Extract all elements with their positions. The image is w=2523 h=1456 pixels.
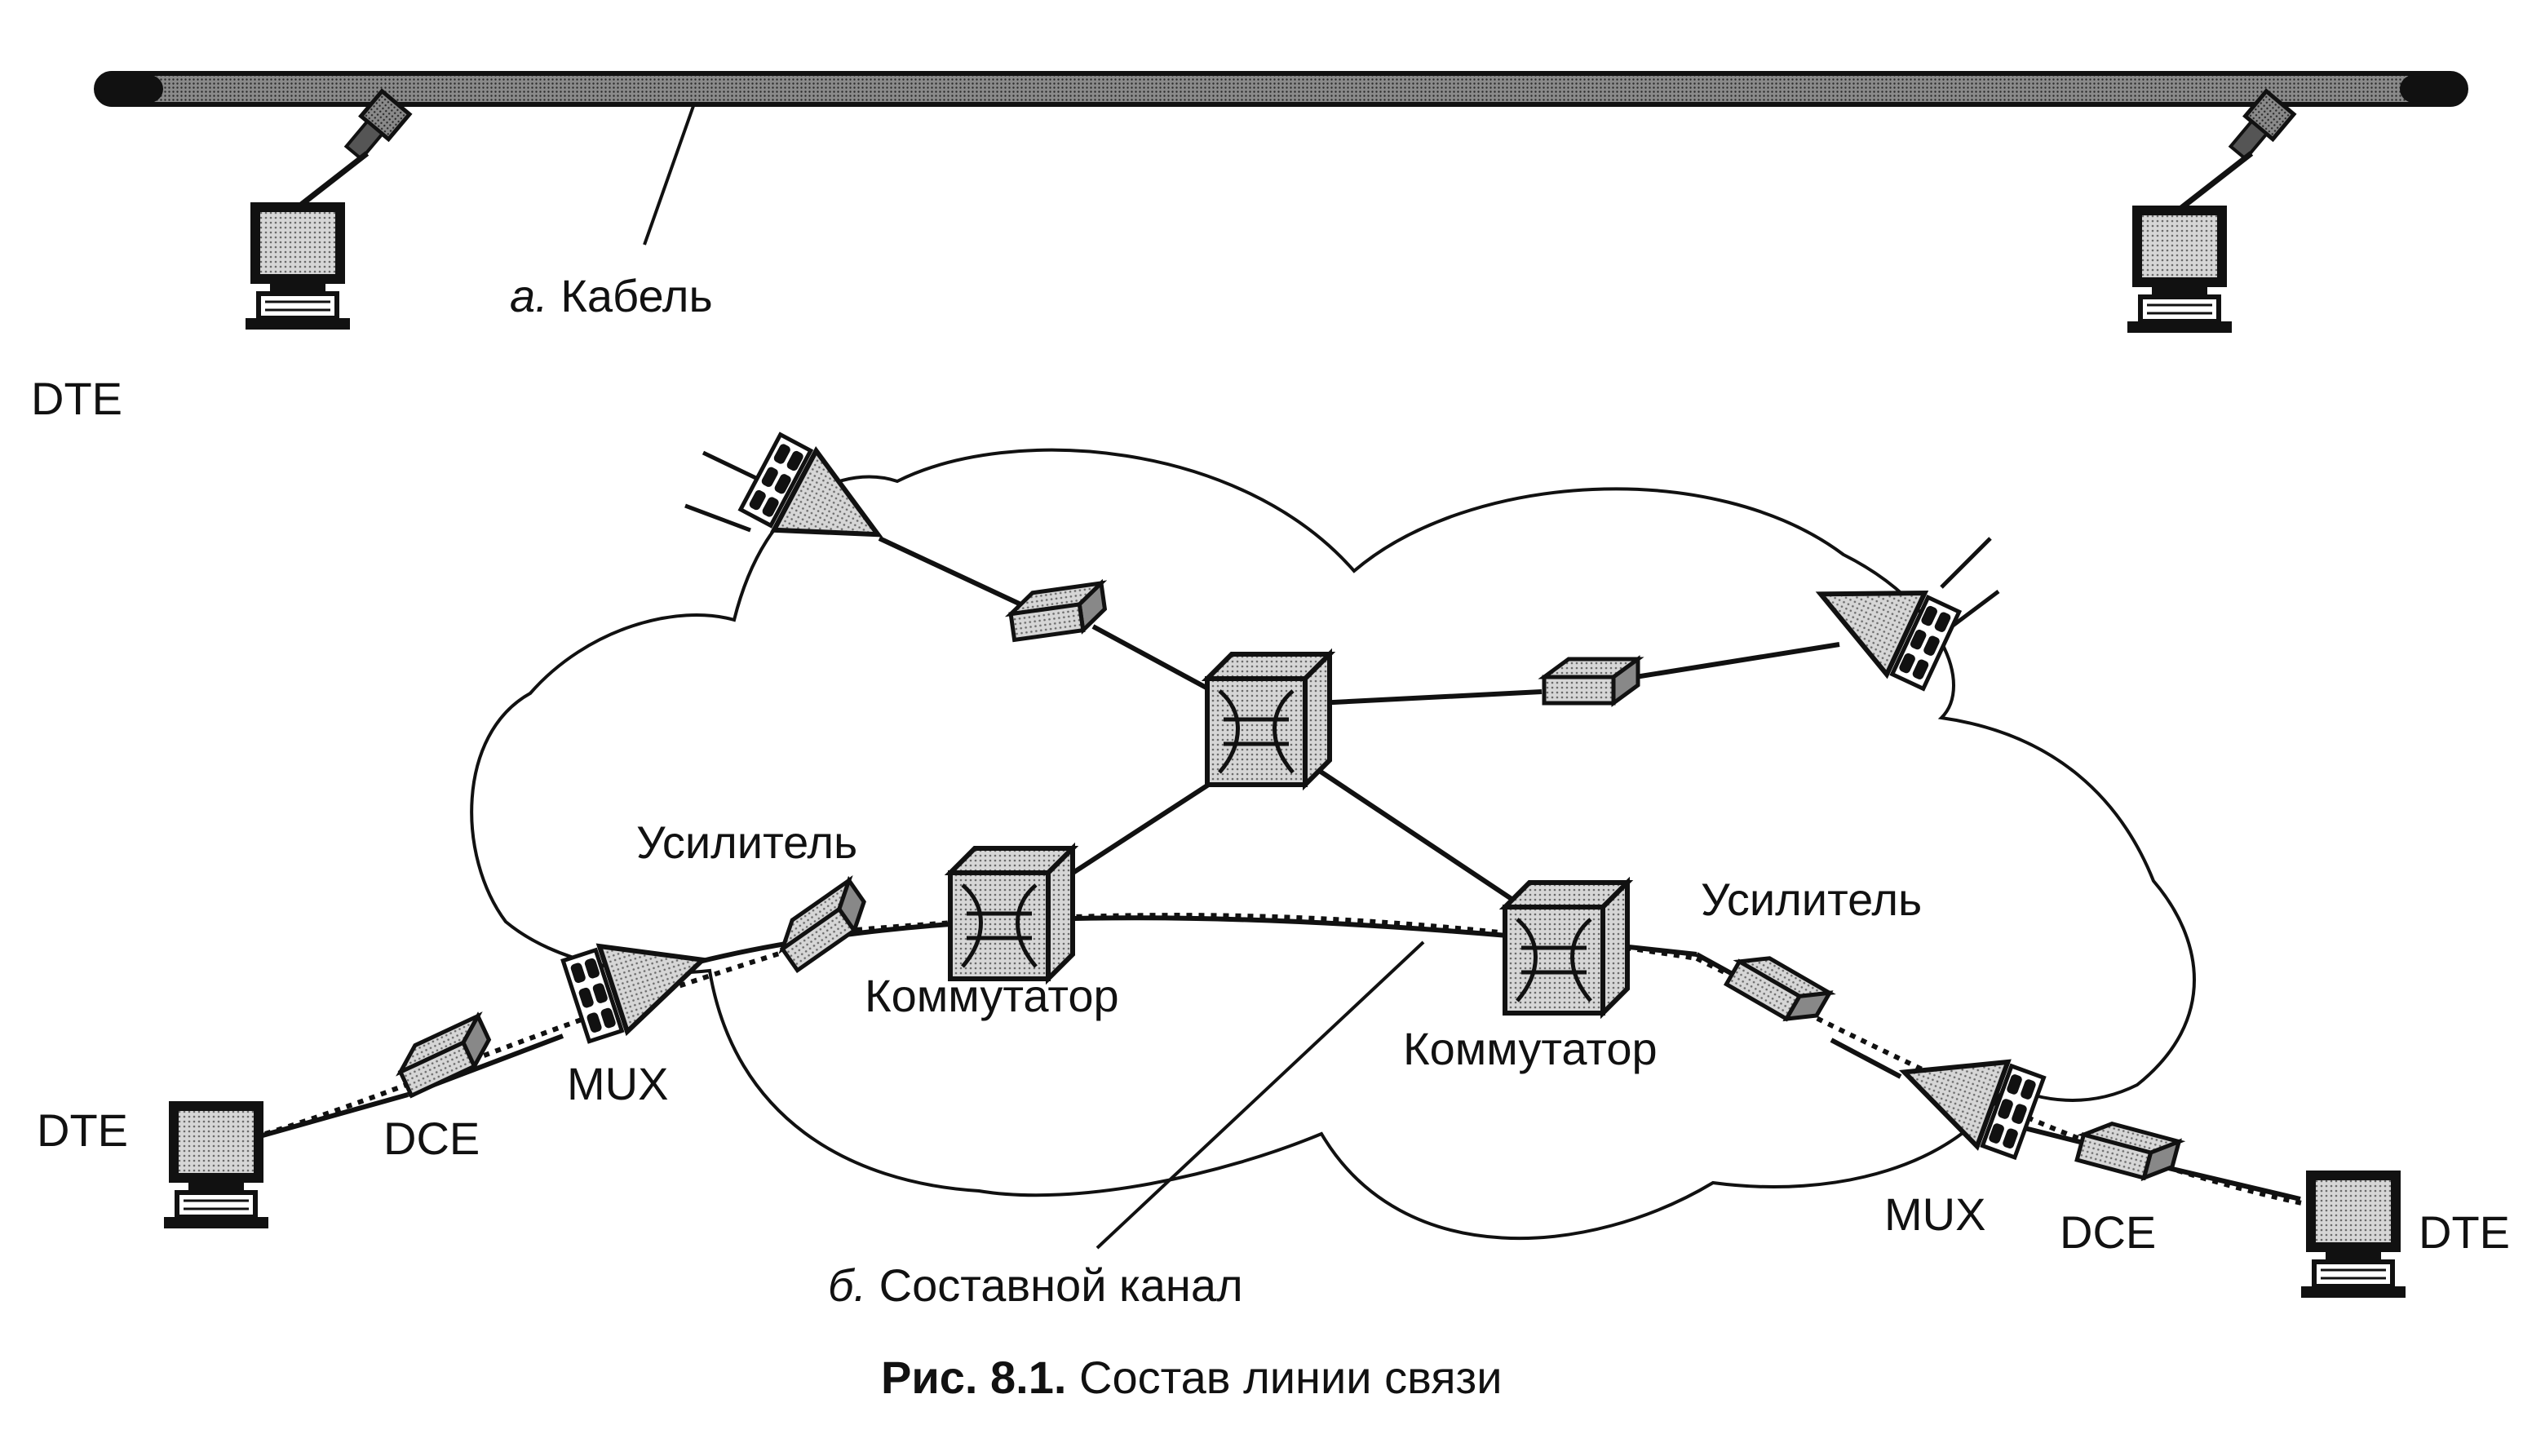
amplifier-icon bbox=[1544, 659, 1638, 703]
access-lines-top-right bbox=[1940, 537, 2000, 630]
composite-channel-label: б. Составной канал bbox=[828, 1259, 1243, 1311]
dce-left-icon bbox=[393, 1016, 497, 1096]
computer-icon bbox=[164, 1101, 268, 1228]
composite-channel-pointer-line bbox=[1096, 940, 1425, 1250]
switch-left-icon bbox=[950, 848, 1073, 979]
amplifier-left-label: Усилитель bbox=[636, 817, 857, 868]
dce-right-label: DCE bbox=[2060, 1206, 2156, 1258]
dce-right-icon bbox=[2077, 1117, 2179, 1184]
figure-caption: Рис. 8.1. Состав линии связи bbox=[881, 1352, 1502, 1403]
computer-icon bbox=[246, 202, 350, 330]
computer-icon bbox=[2301, 1171, 2406, 1298]
mux-left-label: MUX bbox=[567, 1058, 668, 1109]
switch-right-icon bbox=[1505, 883, 1627, 1013]
computer-icon bbox=[2127, 206, 2232, 333]
dte-right-label: DTE bbox=[2419, 1206, 2510, 1258]
switch-left-label: Коммутатор bbox=[865, 970, 1119, 1021]
switch-center-icon bbox=[1207, 654, 1330, 785]
cable-segment bbox=[94, 71, 2468, 107]
dte-left-label: DTE bbox=[37, 1104, 128, 1156]
switch-right-label: Коммутатор bbox=[1403, 1023, 1658, 1074]
dce-left-label: DCE bbox=[383, 1113, 480, 1164]
cable-tap-right bbox=[2171, 91, 2294, 216]
amplifier-right-label: Усилитель bbox=[1701, 874, 1922, 925]
dte-label-top: DTE bbox=[31, 373, 122, 424]
access-lines-top-left bbox=[684, 450, 764, 533]
cable-tap-left bbox=[287, 91, 409, 216]
cable-label: а. Кабель bbox=[510, 270, 713, 321]
cable-pointer-line bbox=[643, 105, 695, 246]
mux-right-label: MUX bbox=[1884, 1188, 1985, 1240]
